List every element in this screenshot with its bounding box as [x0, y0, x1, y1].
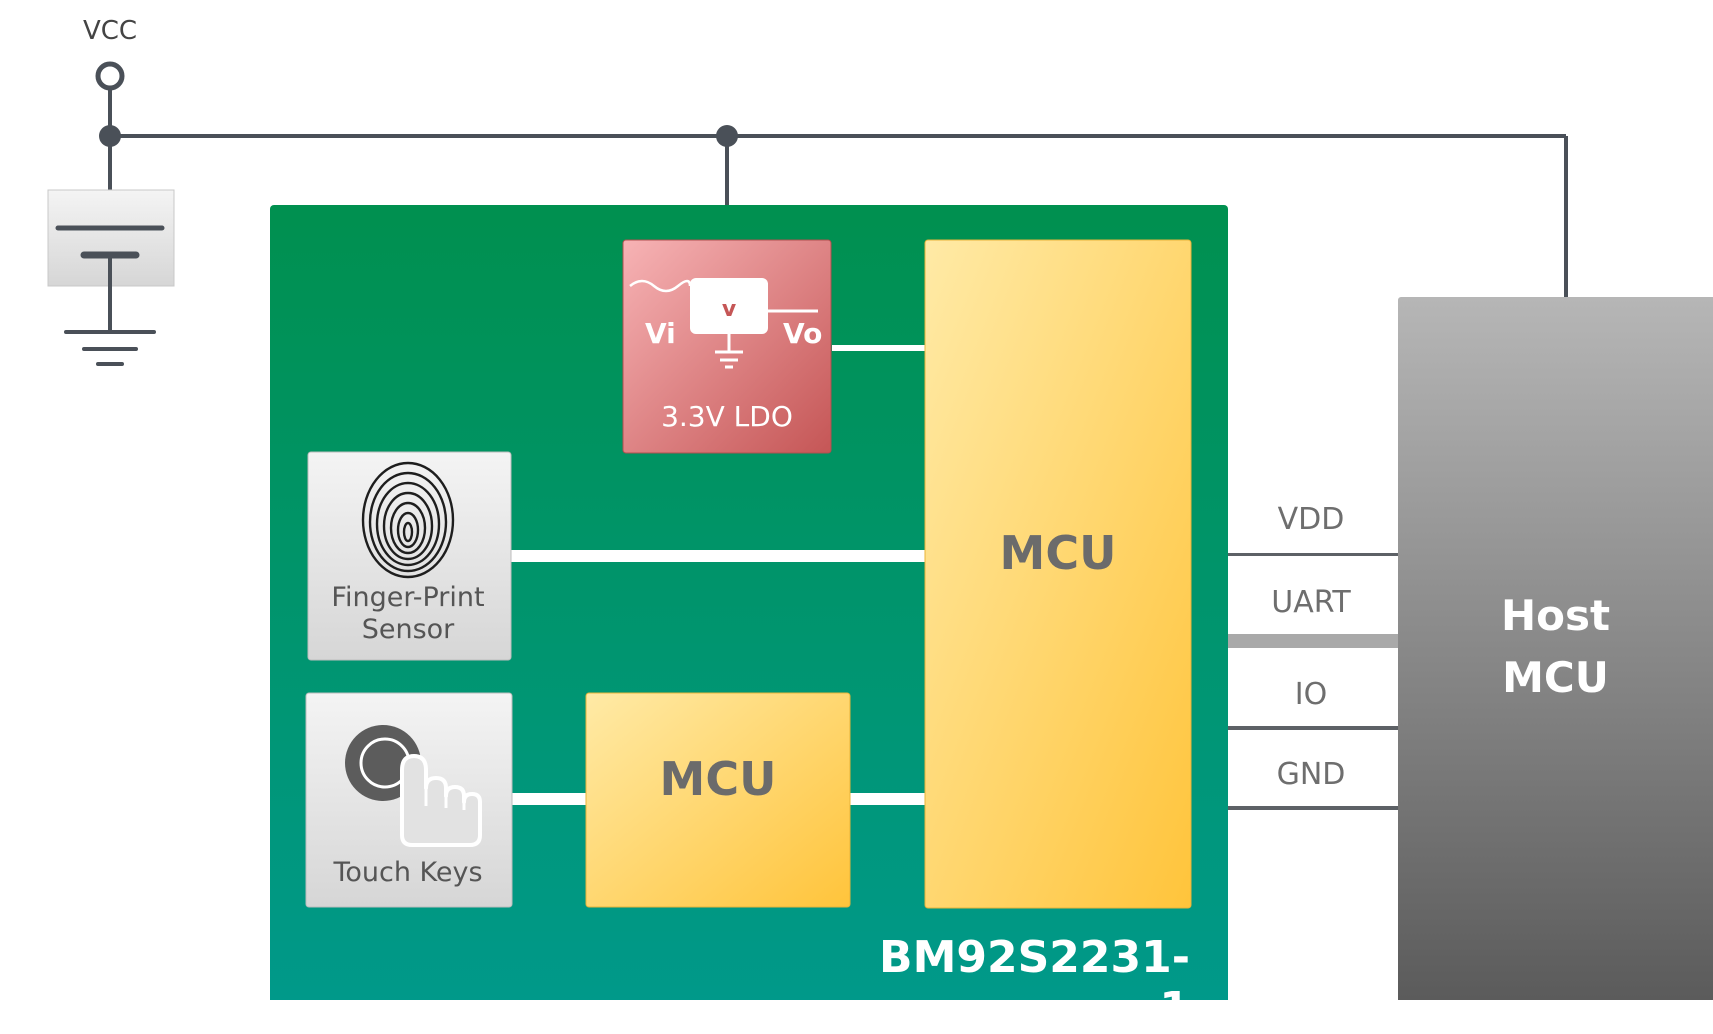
pin-label-gnd: GND — [1276, 757, 1346, 792]
junction-dot-left — [99, 125, 121, 147]
host-mcu-block — [1398, 297, 1713, 1000]
ldo-label: 3.3V LDO — [661, 400, 793, 433]
mcu-main-block — [924, 239, 1192, 909]
ldo-vo-label: Vo — [783, 317, 822, 350]
internal-bus-lines — [510, 345, 925, 805]
ldo-box-glyph: v — [722, 297, 737, 322]
fingerprint-sensor-block — [307, 451, 512, 661]
mcu-main-label: MCU — [999, 526, 1117, 580]
fingerprint-label-line2: Sensor — [361, 614, 455, 645]
junction-dot-middle — [716, 125, 738, 147]
fingerprint-sensor-label: Finger-Print Sensor — [306, 582, 510, 646]
host-pin-lines — [1228, 553, 1398, 810]
host-label-line2: MCU — [1502, 653, 1609, 702]
mcu-touch-block — [585, 692, 851, 908]
vcc-terminal — [95, 61, 125, 91]
touch-hand-icon — [345, 725, 482, 847]
pin-label-vdd: VDD — [1277, 502, 1345, 537]
host-label-line1: Host — [1500, 591, 1611, 640]
block-diagram: v Vi Vo — [47, 61, 1713, 1000]
fingerprint-icon — [361, 461, 455, 579]
vcc-label: VCC — [82, 16, 138, 46]
ldo-vi-label: Vi — [645, 317, 676, 350]
touch-keys-label: Touch Keys — [333, 857, 483, 888]
pin-label-uart: UART — [1271, 585, 1351, 620]
fingerprint-label-line1: Finger-Print — [331, 582, 485, 613]
mcu-touch-label: MCU — [659, 752, 777, 806]
ground-symbol — [64, 284, 156, 366]
host-mcu-label: Host MCU — [1398, 585, 1713, 709]
battery-symbol — [47, 189, 175, 287]
ldo-block: v Vi Vo — [622, 239, 832, 454]
pin-label-io: IO — [1294, 677, 1328, 712]
chip-name: BM92S2231-1 — [879, 932, 1190, 1034]
touch-keys-block — [305, 692, 513, 908]
